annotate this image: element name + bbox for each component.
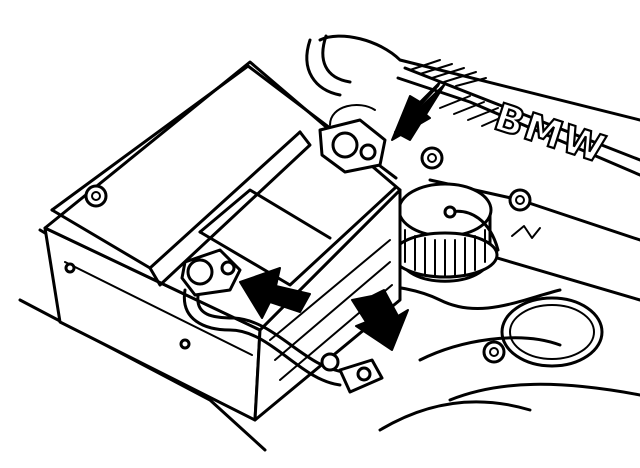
negative-terminal (180, 248, 242, 297)
hose-clamp (482, 296, 604, 368)
ground-cable (182, 288, 384, 394)
arrow-positive-terminal (391, 81, 446, 141)
battery (43, 60, 402, 422)
positive-terminal (318, 104, 387, 174)
bmw-logo: BMW (488, 94, 613, 173)
hoses (298, 34, 640, 432)
bmw-logo-text: BMW (489, 95, 612, 172)
reservoir-cap (391, 182, 500, 283)
arrow-ground-connection (351, 289, 409, 351)
arrow-negative-terminal (239, 267, 311, 319)
